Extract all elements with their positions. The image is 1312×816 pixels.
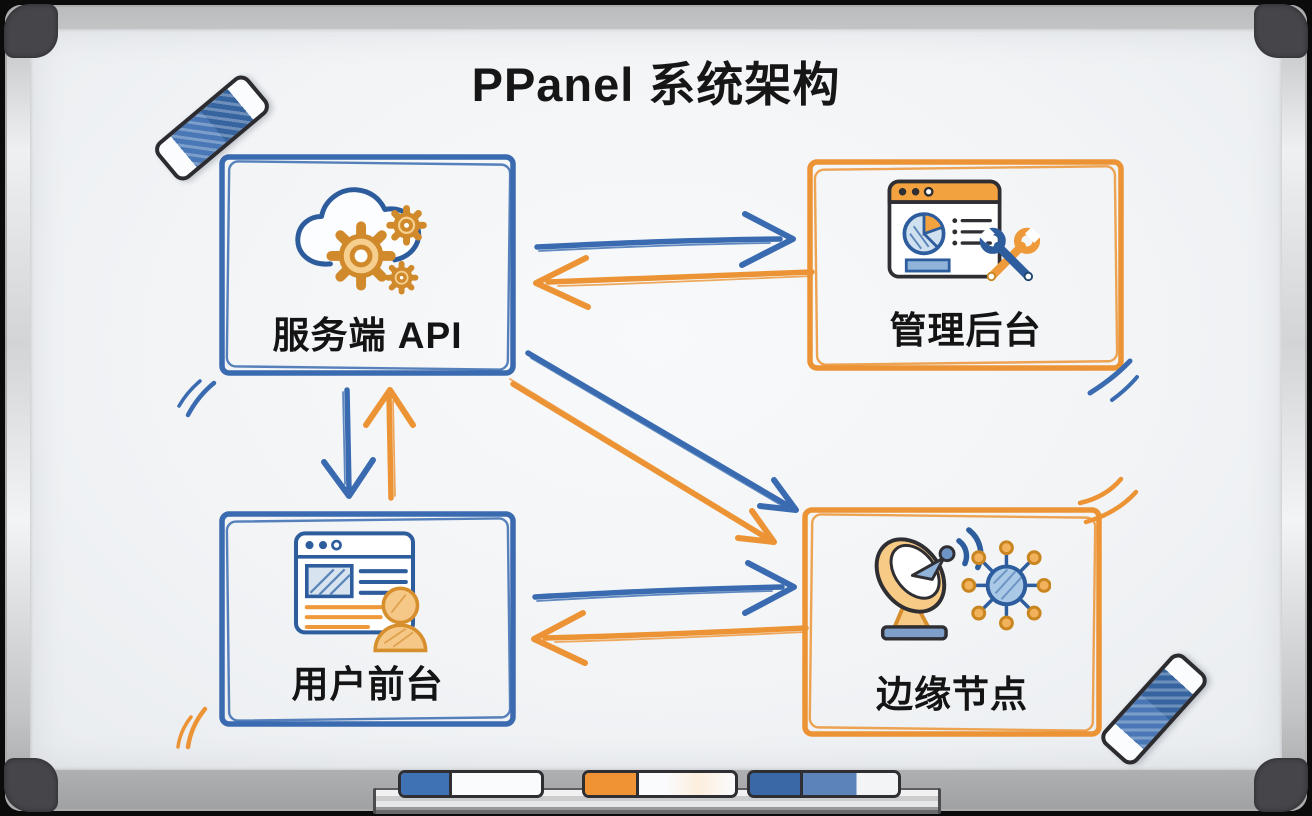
node-admin-panel: 管理后台 [808, 160, 1123, 370]
satellite-network-icon [874, 527, 1051, 641]
marker-cap [750, 773, 804, 795]
cloud-gears-icon [294, 187, 427, 295]
node-server-api: 服务端 API [220, 155, 515, 375]
frame-corner-top-left [4, 4, 58, 58]
wrench-blue [978, 226, 1033, 282]
marker-cap [401, 773, 452, 795]
marker-cap [585, 773, 639, 795]
node-label-user-frontend: 用户前台 [291, 664, 444, 705]
marker-blue-left [398, 770, 544, 798]
node-label-admin-panel: 管理后台 [889, 310, 1042, 351]
page-title: PPanel 系统架构 [471, 58, 841, 111]
node-label-edge-node: 边缘节点 [876, 674, 1028, 715]
frame-corner-bottom-right [1254, 758, 1308, 812]
marker-orange-middle [582, 770, 738, 798]
admin-console-icon [887, 179, 1041, 282]
marker-blue-right [747, 770, 901, 798]
node-user-frontend: 用户前台 [220, 514, 515, 724]
browser-user-icon [293, 531, 427, 653]
wrench-orange [986, 226, 1041, 282]
node-edge-node: 边缘节点 [805, 510, 1099, 734]
frame-corner-bottom-left [4, 758, 58, 812]
node-label-server-api: 服务端 API [272, 315, 463, 356]
frame-corner-top-right [1254, 4, 1308, 58]
